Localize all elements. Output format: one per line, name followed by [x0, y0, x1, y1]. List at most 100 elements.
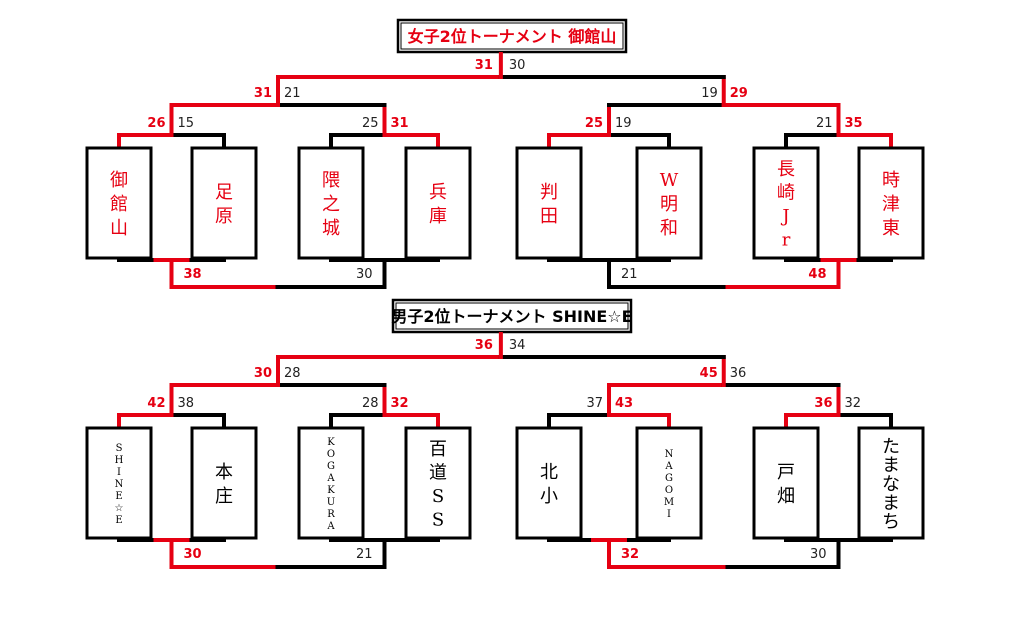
score-label: 42	[147, 396, 165, 411]
team-box	[85, 146, 153, 260]
team-name-char: J	[780, 206, 789, 227]
team-name-char: た	[882, 436, 900, 457]
bracket-line	[725, 258, 841, 289]
score-label: 26	[147, 116, 165, 131]
team-box	[857, 146, 925, 260]
team-name: 兵庫	[429, 182, 447, 227]
team-name: 北小	[540, 462, 558, 507]
team-name-char: A	[326, 473, 335, 484]
team-name: 隈之城	[322, 170, 340, 239]
score-label: 30	[810, 547, 827, 562]
bracket-line	[169, 413, 226, 430]
score-label: 43	[615, 396, 633, 411]
score-label: 36	[814, 396, 832, 411]
team-box	[297, 426, 365, 540]
score-label: 19	[701, 86, 718, 101]
title-box-inner	[395, 302, 629, 330]
team-name: 判田	[540, 182, 558, 227]
team-box	[515, 146, 583, 260]
team-name-char: 崎	[777, 182, 795, 203]
team-name-char: 原	[215, 206, 233, 227]
score-label: 37	[586, 396, 603, 411]
score-label: 38	[178, 396, 195, 411]
score-label: 48	[808, 267, 826, 282]
team-name: 時津東	[882, 170, 900, 239]
team-name-char: 本	[215, 462, 233, 483]
team-name-char: 隈	[322, 170, 340, 191]
bracket-line	[329, 413, 387, 430]
team-name-char: S	[432, 486, 444, 507]
score-label: 32	[845, 396, 862, 411]
team-name-char: W	[660, 170, 679, 191]
score-label: 29	[730, 86, 748, 101]
team-box	[190, 426, 258, 540]
bracket-line	[382, 413, 440, 430]
tournament-title: 男子2位トーナメント SHINE☆E	[391, 307, 632, 326]
score-label: 21	[284, 86, 301, 101]
team-name-char: ☆	[115, 503, 124, 514]
team-name-char: 北	[540, 462, 558, 483]
bracket-line	[169, 538, 280, 569]
team-name-char: 東	[882, 218, 900, 239]
score-label: 36	[475, 338, 493, 353]
team-name-char: S	[116, 443, 123, 454]
team-box	[190, 146, 258, 260]
bracket-line	[169, 258, 280, 289]
team-name-char: 御	[110, 170, 128, 191]
score-label: 30	[184, 547, 202, 562]
bracket-line	[607, 258, 730, 289]
team-name-char: 田	[540, 206, 558, 227]
score-label: 34	[509, 338, 526, 353]
team-name-char: ち	[882, 512, 900, 533]
title-box-inner	[400, 22, 624, 50]
team-name-char: 庫	[429, 206, 447, 227]
bracket-line	[725, 538, 841, 569]
score-label: 19	[615, 116, 632, 131]
team-name-char: G	[327, 461, 335, 472]
bracket-line	[607, 133, 671, 150]
team-name-char: A	[326, 521, 335, 532]
score-label: 31	[475, 58, 493, 73]
bracket-line	[117, 133, 174, 150]
team-name-char: 之	[322, 194, 340, 215]
bracket-line	[275, 538, 387, 569]
team-name: 足原	[215, 182, 233, 227]
score-label: 28	[284, 366, 301, 381]
bracket-line	[275, 258, 387, 289]
bracket-line	[329, 133, 387, 150]
team-name-char: 館	[110, 194, 128, 215]
team-name-char: 戸	[777, 462, 795, 483]
team-name-char: 庄	[215, 486, 233, 507]
score-label: 21	[816, 116, 833, 131]
bracket-line	[784, 413, 841, 430]
team-name-char: M	[664, 497, 674, 508]
team-name-char: S	[432, 509, 444, 530]
bracket-line	[547, 413, 611, 430]
team-box	[85, 426, 153, 540]
team-name-char: R	[327, 509, 335, 520]
score-label: 25	[585, 116, 603, 131]
score-label: 32	[621, 547, 639, 562]
score-label: 28	[362, 396, 379, 411]
team-name-char: O	[327, 449, 335, 460]
team-box	[752, 146, 820, 260]
team-name-char: な	[882, 474, 900, 495]
team-name: 御館山	[110, 170, 128, 239]
team-name-char: r	[782, 229, 791, 250]
team-name-char: U	[327, 497, 335, 508]
team-name-char: O	[665, 485, 673, 496]
team-name-char: K	[327, 437, 335, 448]
score-label: 21	[621, 267, 638, 282]
team-name-char: 畑	[777, 486, 795, 507]
team-name-char: N	[115, 479, 124, 490]
team-name-char: 和	[660, 218, 678, 239]
score-label: 36	[730, 366, 747, 381]
score-label: 15	[178, 116, 195, 131]
team-name-char: E	[115, 491, 122, 502]
score-label: 35	[845, 116, 863, 131]
score-label: 31	[391, 116, 409, 131]
